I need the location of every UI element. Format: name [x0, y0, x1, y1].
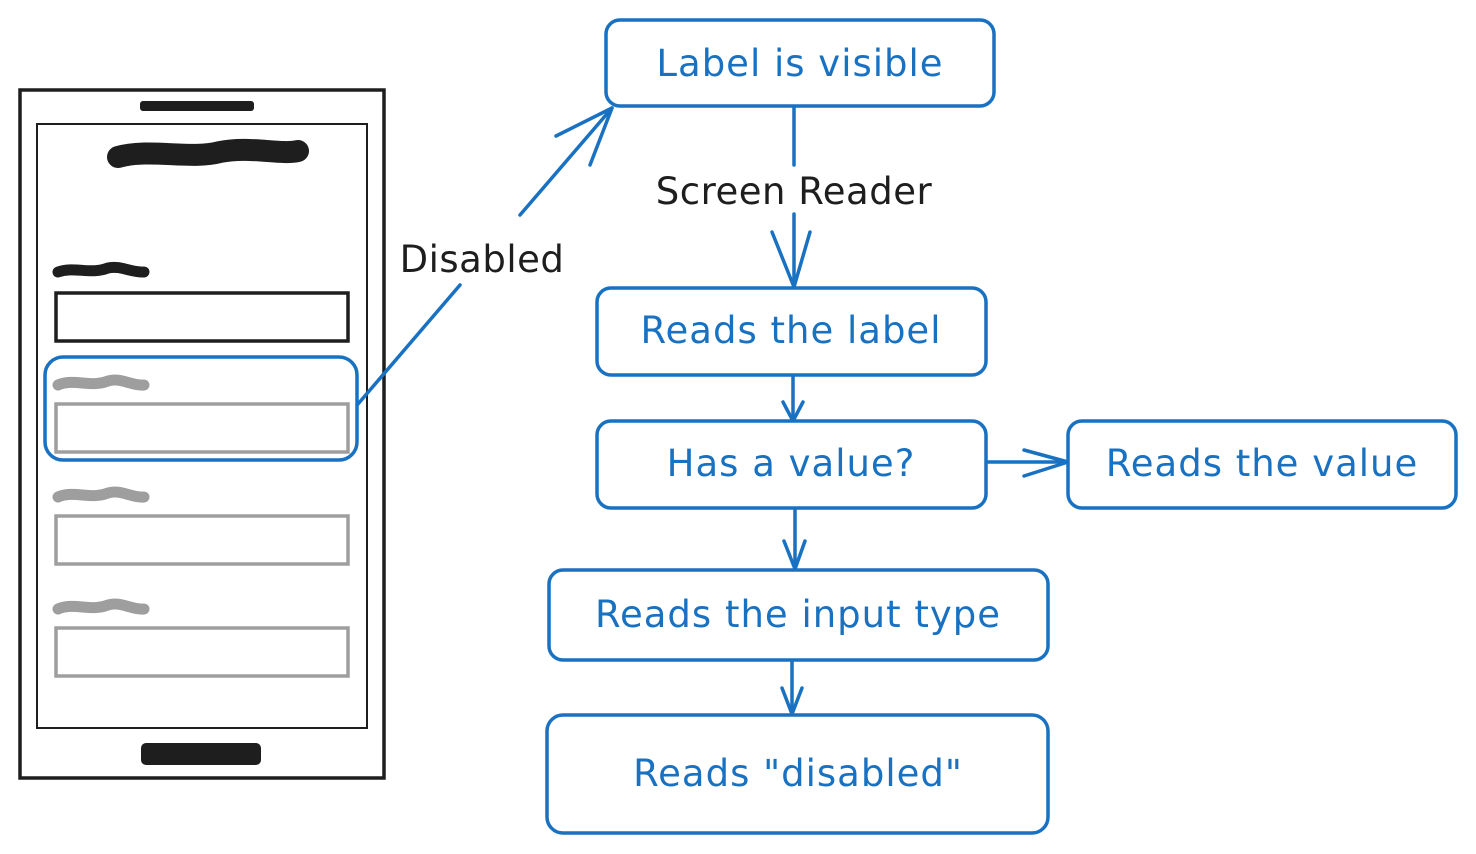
- field-3-input: [54, 514, 350, 566]
- node-reads-label-text: Reads the label: [641, 309, 942, 352]
- phone-speaker: [140, 101, 254, 111]
- edge-disabled-label: Disabled: [400, 238, 565, 281]
- node-label-visible-box: [604, 18, 996, 108]
- disabled-field-highlight: [43, 355, 359, 462]
- node-reads-value-text: Reads the value: [1106, 442, 1419, 485]
- node-reads-disabled: Reads "disabled": [545, 713, 1050, 835]
- screen-title-scribble: [107, 138, 309, 168]
- node-has-value: Has a value?: [595, 419, 988, 510]
- node-has-value-box: [595, 419, 988, 510]
- phone-screen: [36, 123, 368, 729]
- node-has-value-text: Has a value?: [667, 442, 916, 485]
- phone-mockup: [18, 88, 386, 780]
- edge-screen-reader-label: Screen Reader: [656, 170, 933, 213]
- edge-screen-reader: Screen Reader: [656, 104, 933, 289]
- edge-value-check-to-reads-value: [986, 448, 1070, 478]
- node-reads-disabled-text: Reads "disabled": [633, 752, 963, 795]
- node-label-visible-text: Label is visible: [656, 42, 943, 85]
- edge-disabled-line-upper: [518, 106, 614, 217]
- node-reads-value: Reads the value: [1066, 419, 1458, 510]
- node-reads-label-box: [595, 286, 988, 377]
- node-reads-input-type: Reads the input type: [547, 568, 1050, 662]
- field-2-input: [54, 402, 350, 454]
- edge-input-type-to-disabled: [780, 658, 804, 716]
- field-1-label-scribble: [52, 261, 150, 278]
- phone-home-button: [141, 743, 261, 765]
- edge-disabled-arrowhead: [554, 106, 614, 167]
- field-1-input: [54, 291, 350, 343]
- node-reads-disabled-box: [545, 713, 1050, 835]
- field-3-label-scribble: [52, 486, 150, 503]
- edge-screen-reader-arrowhead: [770, 230, 812, 289]
- field-4-input: [54, 626, 350, 678]
- edge-value-check-to-input-type: [782, 507, 807, 571]
- field-2-label-scribble: [52, 374, 150, 391]
- edge-disabled-line-lower: [356, 283, 462, 406]
- node-reads-value-box: [1066, 419, 1458, 510]
- field-4-label-scribble: [52, 598, 150, 615]
- node-reads-input-type-text: Reads the input type: [595, 593, 1001, 636]
- edge-disabled: Disabled: [356, 106, 614, 406]
- phone-frame: [18, 88, 386, 780]
- edge-label-to-value-check: [781, 374, 805, 423]
- node-reads-input-type-box: [547, 568, 1050, 662]
- node-label-visible: Label is visible: [604, 18, 996, 108]
- node-reads-label: Reads the label: [595, 286, 988, 377]
